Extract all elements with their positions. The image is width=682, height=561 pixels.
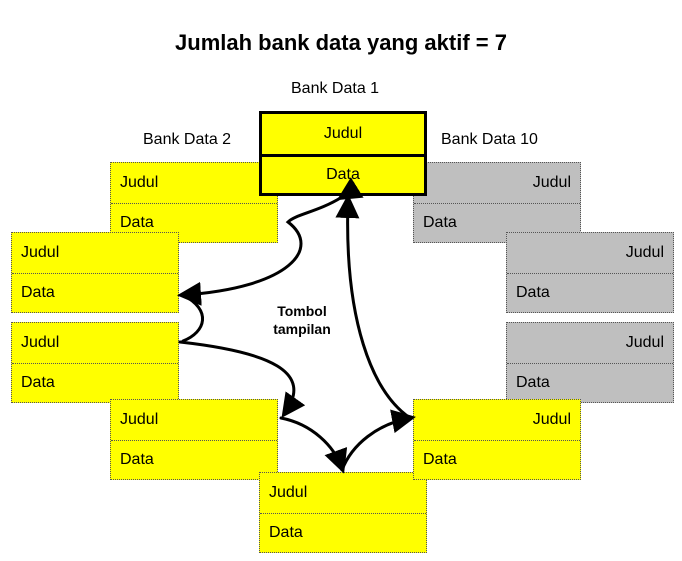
card-title: Judul	[625, 243, 664, 261]
card-title: Judul	[120, 410, 159, 428]
card-title: Judul	[120, 173, 159, 191]
bank-card-10[interactable]: Judul Data	[413, 162, 581, 243]
caption-bank-data-2: Bank Data 2	[143, 131, 232, 148]
card-data: Data	[12, 362, 178, 403]
card-title: Judul	[532, 410, 571, 428]
card-data: Data	[111, 439, 277, 480]
card-data: Data	[414, 202, 580, 243]
card-title: Judul	[532, 173, 571, 191]
diagram-title: Jumlah bank data yang aktif = 7	[175, 30, 507, 55]
caption-bank-data-10: Bank Data 10	[441, 131, 538, 148]
bank-card-9[interactable]: Judul Data	[506, 232, 674, 313]
bank-card-3[interactable]: Judul Data	[11, 232, 179, 313]
card-data: Data	[414, 439, 580, 480]
bank-card-4[interactable]: Judul Data	[11, 322, 179, 403]
arrow-1-to-3	[177, 177, 364, 306]
bank-card-6[interactable]: Judul Data	[259, 472, 427, 553]
card-data: Data	[260, 512, 426, 553]
display-button-label: Tombol tampilan	[273, 303, 331, 337]
arrow-5-to-6	[279, 416, 348, 474]
card-data: Data	[507, 272, 673, 313]
card-data: Data	[507, 362, 673, 403]
card-title: Judul	[625, 333, 664, 351]
card-title: Judul	[323, 124, 363, 142]
card-data: Data	[12, 272, 178, 313]
card-title: Judul	[21, 333, 60, 351]
bank-card-7[interactable]: Judul Data	[413, 399, 581, 480]
arrow-6-to-7	[340, 409, 416, 472]
bank-card-5[interactable]: Judul Data	[110, 399, 278, 480]
arrow-4-to-5	[178, 340, 306, 418]
bank-card-8[interactable]: Judul Data	[506, 322, 674, 403]
arrow-3-to-4	[181, 293, 205, 343]
caption-bank-data-1: Bank Data 1	[291, 80, 380, 97]
card-title: Judul	[21, 243, 60, 261]
arrow-7-to-1	[335, 194, 412, 420]
card-title: Judul	[269, 483, 308, 501]
